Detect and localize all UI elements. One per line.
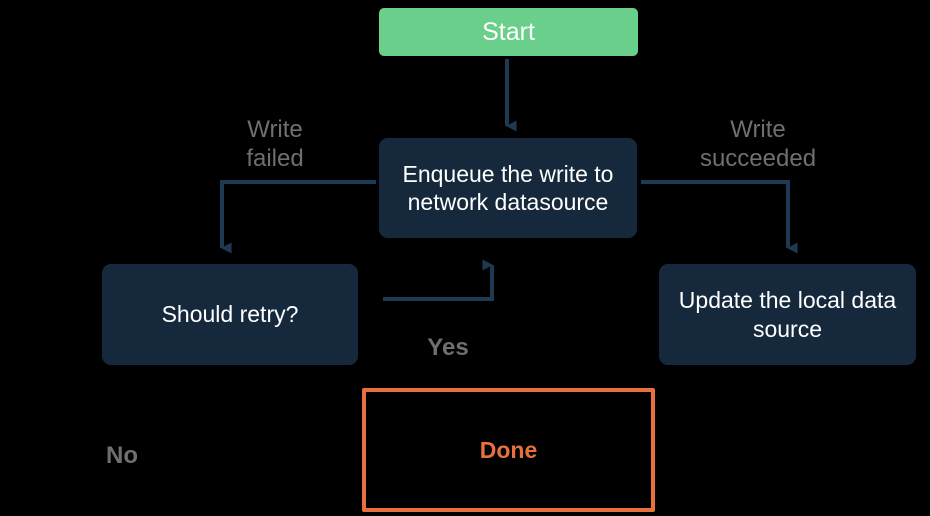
node-enqueue-write[interactable]: Enqueue the write to network datasource bbox=[379, 138, 637, 238]
edge-label-write-succeeded: Write succeeded bbox=[699, 116, 817, 173]
edge-enqueue-to-retry bbox=[220, 180, 376, 254]
node-done[interactable]: Done bbox=[362, 388, 655, 512]
edge-label-yes: Yes bbox=[427, 334, 469, 361]
edge-retry-yes-to-enqueue bbox=[383, 259, 494, 301]
node-update-local-data-source[interactable]: Update the local data source bbox=[659, 264, 916, 365]
edge-enqueue-to-update bbox=[641, 180, 798, 254]
node-start[interactable]: Start bbox=[379, 8, 638, 56]
node-should-retry[interactable]: Should retry? bbox=[102, 264, 358, 365]
edge-label-no: No bbox=[106, 442, 138, 469]
edge-label-write-failed: Write failed bbox=[246, 116, 304, 173]
